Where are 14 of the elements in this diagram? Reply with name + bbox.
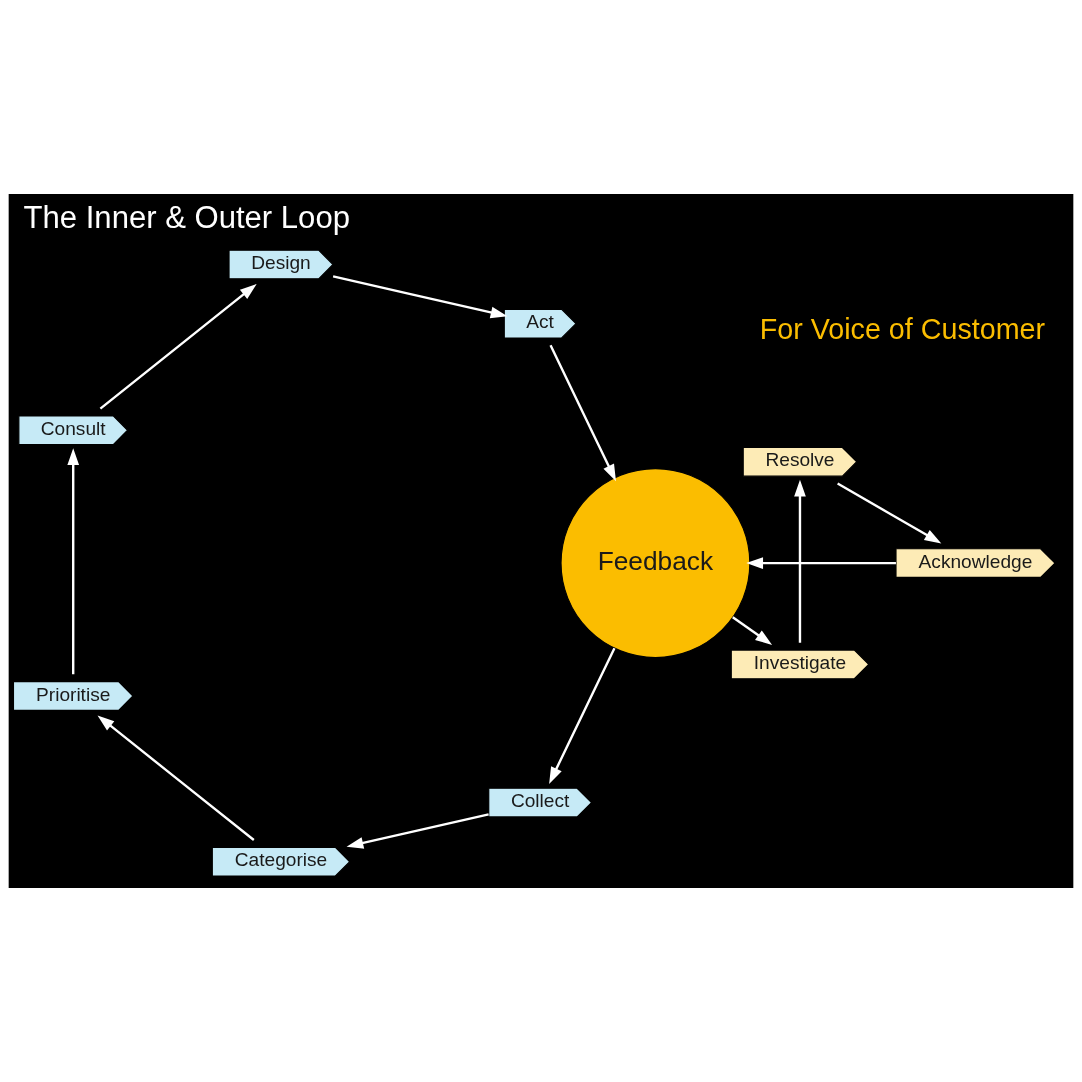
arrow [837, 482, 942, 544]
arrow [99, 283, 257, 410]
label: For Voice of Customer [759, 312, 1046, 345]
diagram-title: The Inner & Outer Loop [23, 200, 350, 236]
arrow [549, 647, 616, 784]
arrow [346, 813, 489, 849]
arrow [732, 616, 773, 645]
arrow [332, 275, 508, 319]
arrow [97, 715, 255, 841]
arrow [794, 479, 806, 643]
arrow [67, 448, 80, 675]
arrow [746, 557, 896, 569]
node-circle: Feedback [560, 468, 751, 659]
arrow [549, 344, 616, 482]
